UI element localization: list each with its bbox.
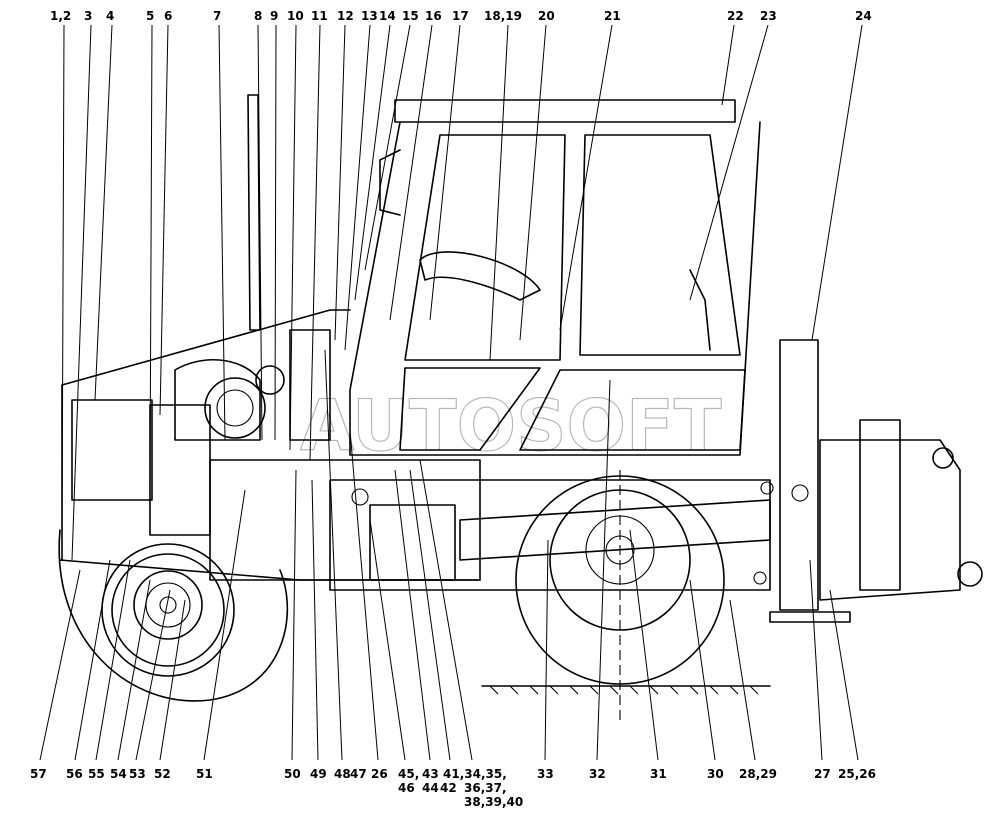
bottom-leader-lines — [39, 349, 859, 761]
callout-label: 18,19 — [484, 9, 522, 23]
callout-label: 36,37, — [464, 781, 507, 795]
callout-label: 7 — [213, 9, 221, 23]
callout-label: 11 — [311, 9, 328, 23]
callout-label: 25,26 — [838, 767, 876, 781]
callout-label: 9 — [270, 9, 278, 23]
callout-label: 16 — [425, 9, 442, 23]
cab — [349, 99, 761, 456]
callout-label: 54 — [110, 767, 127, 781]
callout-label: 38,39,40 — [464, 795, 523, 809]
callout-label: 53 — [129, 767, 146, 781]
callout-label: 3 — [84, 9, 92, 23]
callout-label: 43 — [422, 767, 439, 781]
callout-label: 5 — [146, 9, 154, 23]
bottom-labels: 57 56 55 54 53 52 51 50 49 48 47 26 45, … — [30, 767, 876, 809]
callout-label: 32 — [589, 767, 606, 781]
callout-label: 52 — [154, 767, 171, 781]
callout-label: 21 — [604, 9, 621, 23]
callout-label: 28,29 — [739, 767, 777, 781]
callout-label: 8 — [254, 9, 262, 23]
callout-label: 4 — [106, 9, 114, 23]
callout-label: 56 — [66, 767, 83, 781]
callout-label: 17 — [452, 9, 469, 23]
callout-label: 1,2 — [50, 9, 71, 23]
callout-label: 31 — [650, 767, 667, 781]
callout-label: 12 — [337, 9, 354, 23]
callout-label: 47 — [350, 767, 367, 781]
callout-label: 50 — [284, 767, 301, 781]
callout-label: 44 — [422, 781, 439, 795]
callout-label: 46 — [398, 781, 415, 795]
callout-label: 13 — [361, 9, 378, 23]
callout-label: 48 — [334, 767, 351, 781]
callout-label: 22 — [727, 9, 744, 23]
top-leader-lines — [61, 24, 863, 561]
frame-rear — [329, 339, 983, 623]
callout-label: 6 — [164, 9, 172, 23]
callout-label: 24 — [855, 9, 872, 23]
callout-label: 55 — [88, 767, 105, 781]
callout-label: 42 — [440, 781, 457, 795]
callout-label: 51 — [196, 767, 213, 781]
callout-label: 57 — [30, 767, 47, 781]
callout-label: 26 — [371, 767, 388, 781]
callout-label: 41,34,35, — [443, 767, 507, 781]
top-labels: 1,2 3 4 5 6 7 8 9 10 11 12 13 14 15 16 1… — [50, 9, 872, 23]
callout-label: 30 — [707, 767, 724, 781]
callout-label: 20 — [538, 9, 555, 23]
callout-label: 14 — [379, 9, 396, 23]
ground — [481, 685, 771, 695]
callout-label: 15 — [402, 9, 419, 23]
watermark-group: AUTOSOFT — [299, 384, 722, 467]
watermark-text: AUTOSOFT — [300, 385, 722, 467]
callout-label: 45, — [398, 767, 419, 781]
callout-label: 10 — [287, 9, 304, 23]
callout-label: 23 — [760, 9, 777, 23]
front-wheel — [58, 529, 289, 702]
rear-wheel — [515, 470, 725, 720]
hood-engine — [59, 94, 481, 581]
callout-label: 49 — [310, 767, 327, 781]
callout-label: 33 — [537, 767, 554, 781]
callout-label: 27 — [814, 767, 831, 781]
